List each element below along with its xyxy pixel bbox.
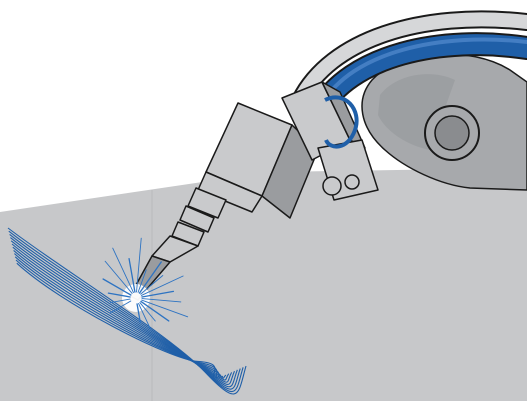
robot-arm: [362, 54, 527, 190]
robot-joint: [425, 106, 479, 160]
workpiece-plate: [0, 168, 527, 401]
arc-glow: [122, 284, 150, 312]
